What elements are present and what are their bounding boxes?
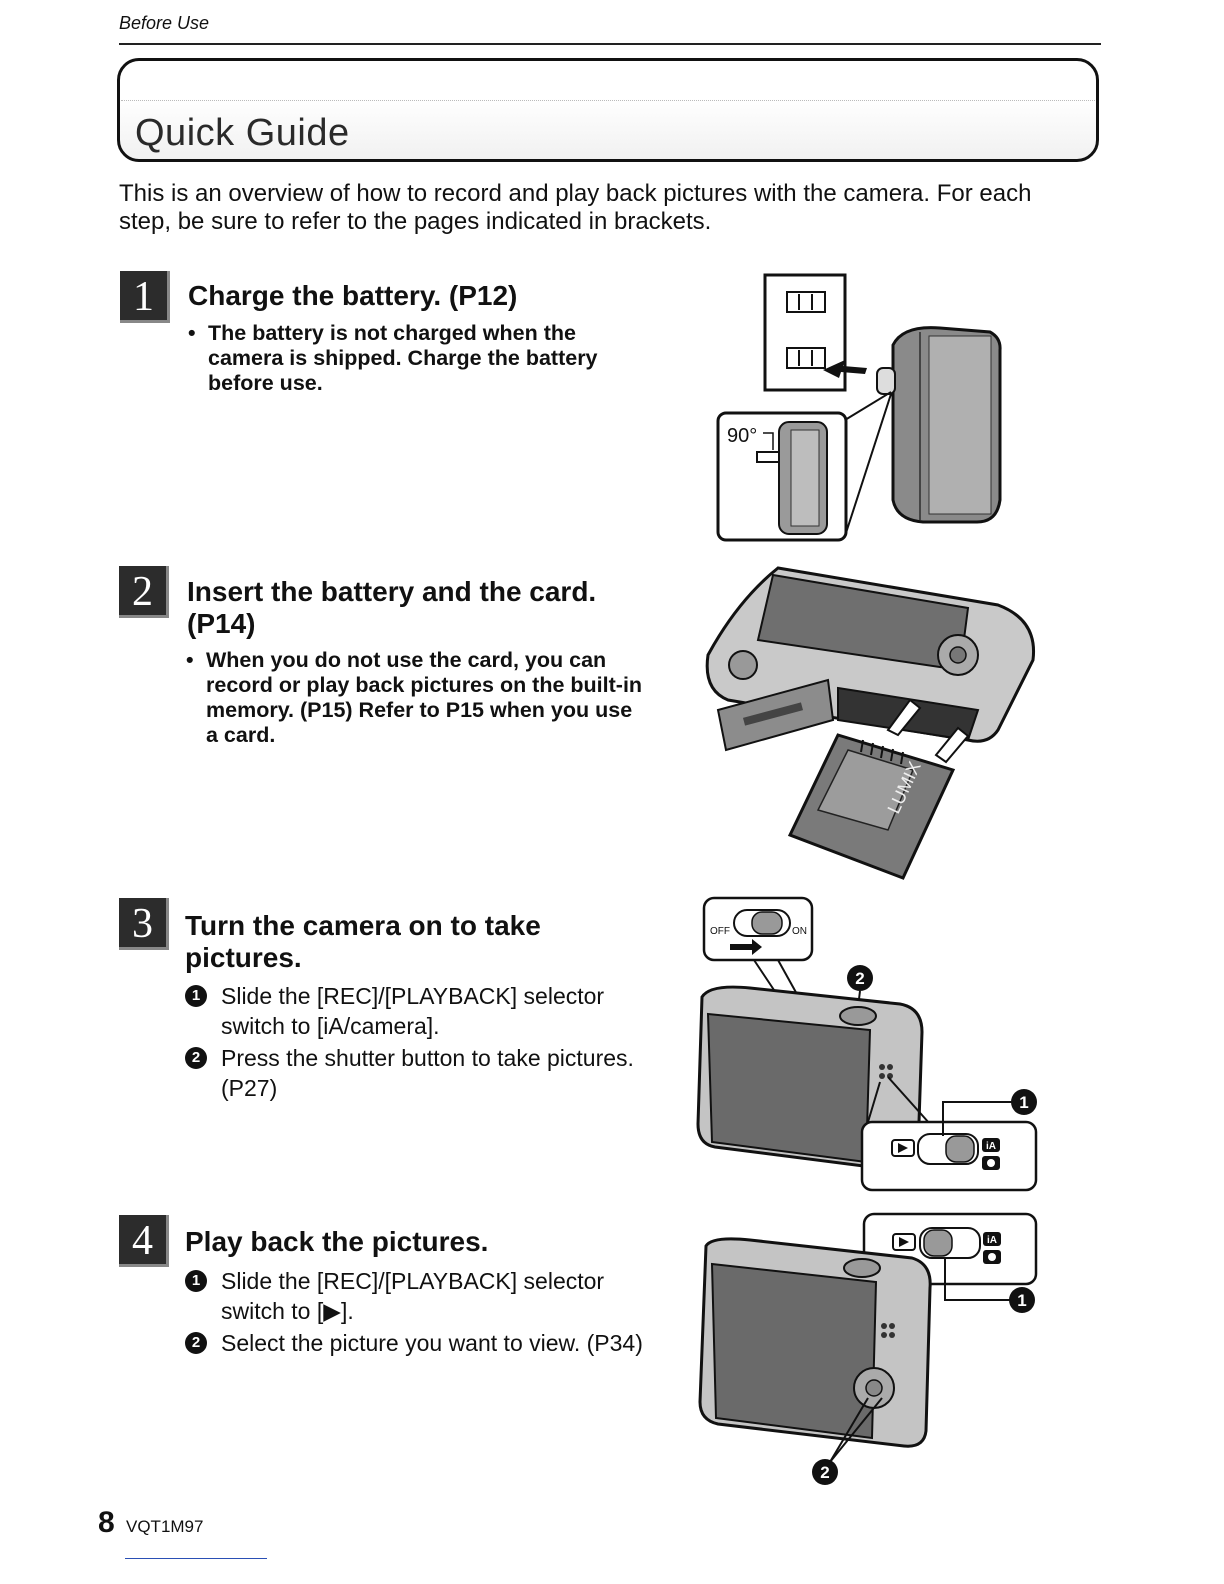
callout-2: 2	[820, 1463, 829, 1482]
step-3-item-2-text: Press the shutter button to take picture…	[221, 1045, 634, 1101]
marker-1-icon: 1	[185, 1270, 207, 1292]
step-4-title: Play back the pictures.	[185, 1226, 489, 1257]
step-4-item-1-text: Slide the [REC]/[PLAYBACK] selector swit…	[221, 1268, 605, 1324]
step-3-instructions: 1 Slide the [REC]/[PLAYBACK] selector sw…	[185, 981, 655, 1105]
step-1-bullet: The battery is not charged when the came…	[188, 321, 638, 396]
step-3-badge: 3	[119, 898, 169, 950]
callout-2: 2	[855, 969, 864, 988]
intro-text: This is an overview of how to record and…	[119, 180, 1032, 235]
step-3-item-1: 1 Slide the [REC]/[PLAYBACK] selector sw…	[185, 981, 655, 1041]
step-3-title: Turn the camera on to take pictures.	[185, 910, 541, 973]
step-4-instructions: 1 Slide the [REC]/[PLAYBACK] selector sw…	[185, 1266, 655, 1360]
callout-1: 1	[1019, 1093, 1028, 1112]
step-1-bullets: The battery is not charged when the came…	[188, 321, 638, 396]
step-3-item-1-text: Slide the [REC]/[PLAYBACK] selector swit…	[221, 983, 605, 1039]
section-header: Before Use	[119, 13, 210, 33]
step-3-item-2: 2 Press the shutter button to take pictu…	[185, 1043, 655, 1103]
off-label: OFF	[710, 926, 730, 937]
battery-card-illustration: LUMIX	[705, 566, 1036, 880]
step-2-bullets: When you do not use the card, you can re…	[186, 648, 646, 748]
ia-label: iA	[987, 1235, 997, 1246]
header-rule	[119, 43, 1101, 45]
page-title: Quick Guide	[135, 112, 350, 154]
playback-illustration: iA 1 2	[698, 1212, 1038, 1485]
step-1-badge: 1	[120, 271, 170, 323]
step-2-badge: 2	[119, 566, 169, 618]
title-box	[117, 58, 1099, 162]
footer-rule	[125, 1558, 267, 1559]
ia-label: iA	[986, 1141, 996, 1152]
charger-illustration: 90°	[716, 273, 1002, 542]
step-2-title: Insert the battery and the card. (P14)	[187, 576, 597, 639]
marker-2-icon: 2	[185, 1332, 207, 1354]
angle-label: 90°	[727, 425, 757, 447]
step-2-bullet: When you do not use the card, you can re…	[186, 648, 646, 748]
step-4-badge: 4	[119, 1215, 169, 1267]
callout-1: 1	[1017, 1291, 1026, 1310]
marker-1-icon: 1	[185, 985, 207, 1007]
power-on-illustration: OFF ON 2 iA 1	[696, 896, 1038, 1192]
doc-code: VQT1M97	[126, 1517, 204, 1536]
marker-2-icon: 2	[185, 1047, 207, 1069]
step-4-item-2-text: Select the picture you want to view. (P3…	[221, 1330, 643, 1356]
page-number: 8	[98, 1506, 115, 1539]
step-4-item-2: 2 Select the picture you want to view. (…	[185, 1328, 655, 1358]
on-label: ON	[792, 926, 807, 937]
step-1-title: Charge the battery. (P12)	[188, 280, 518, 311]
title-divider	[121, 100, 1095, 101]
step-4-item-1: 1 Slide the [REC]/[PLAYBACK] selector sw…	[185, 1266, 655, 1326]
